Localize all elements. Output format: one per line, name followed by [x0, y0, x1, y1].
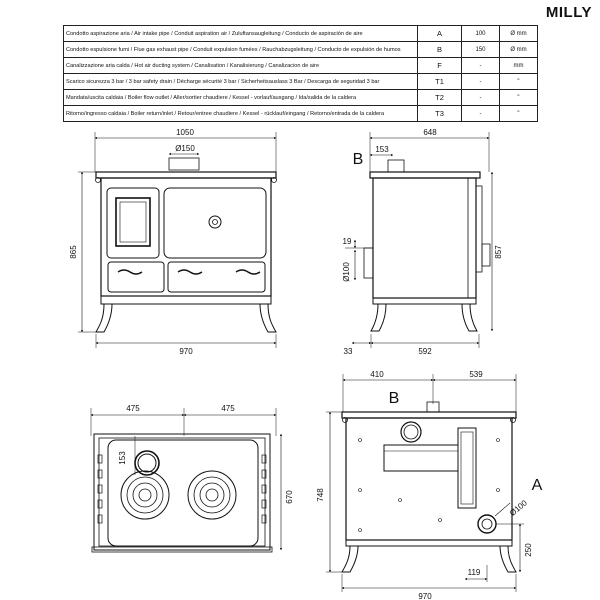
front-view [78, 132, 277, 348]
dim-rear-pipe: Ø100 [508, 498, 529, 518]
dim-front-height: 865 [69, 245, 78, 259]
dim-side-height: 857 [494, 245, 503, 259]
dim-side-base: 592 [418, 347, 432, 356]
dim-side-pipe-offset: 19 [343, 237, 352, 246]
dim-rear-pipe-offset: 119 [468, 568, 481, 577]
table-row: Ritorno/ingresso caldaia / Boiler return… [63, 105, 538, 122]
dim-side-foot: 33 [344, 347, 353, 356]
table-row: Mandata/uscita caldaia / Boiler flow out… [63, 89, 538, 106]
dim-top-right: 475 [221, 404, 235, 413]
spec-table: Condotto aspirazione aria / Air intake p… [63, 25, 538, 122]
dim-top-left: 475 [126, 404, 140, 413]
label-rear-b: B [389, 390, 400, 407]
spec-unit: " [499, 105, 538, 122]
dim-front-base: 970 [179, 347, 193, 356]
dim-side-offset: 153 [375, 145, 389, 154]
dim-side-pipe: Ø100 [342, 262, 351, 282]
model-title: MILLY [545, 4, 592, 21]
dim-rear-right: 539 [469, 370, 483, 379]
dim-rear-left: 410 [370, 370, 384, 379]
dim-top-depth: 670 [285, 490, 294, 504]
label-rear-a: A [532, 477, 543, 494]
dim-rear-base: 970 [418, 592, 432, 600]
top-view [90, 408, 283, 553]
label-side-b: B [353, 151, 364, 168]
table-row: Scarico sicurezza 3 bar / 3 bar safety d… [63, 73, 538, 90]
table-row: Canalizzazione aria calda / Hot air duct… [63, 57, 538, 74]
table-row: Condotto espulsione fumi / Flue gas exha… [63, 41, 538, 58]
rear-view [326, 374, 524, 592]
dim-side-depth: 648 [423, 128, 437, 137]
dim-top-flue: 153 [118, 451, 127, 465]
dim-rear-height: 748 [316, 488, 325, 502]
dim-rear-pipe-height: 250 [524, 543, 533, 557]
spec-unit: " [499, 89, 538, 106]
side-view [345, 132, 494, 348]
dim-front-width: 1050 [176, 128, 194, 137]
dim-front-flue: Ø150 [175, 144, 195, 153]
